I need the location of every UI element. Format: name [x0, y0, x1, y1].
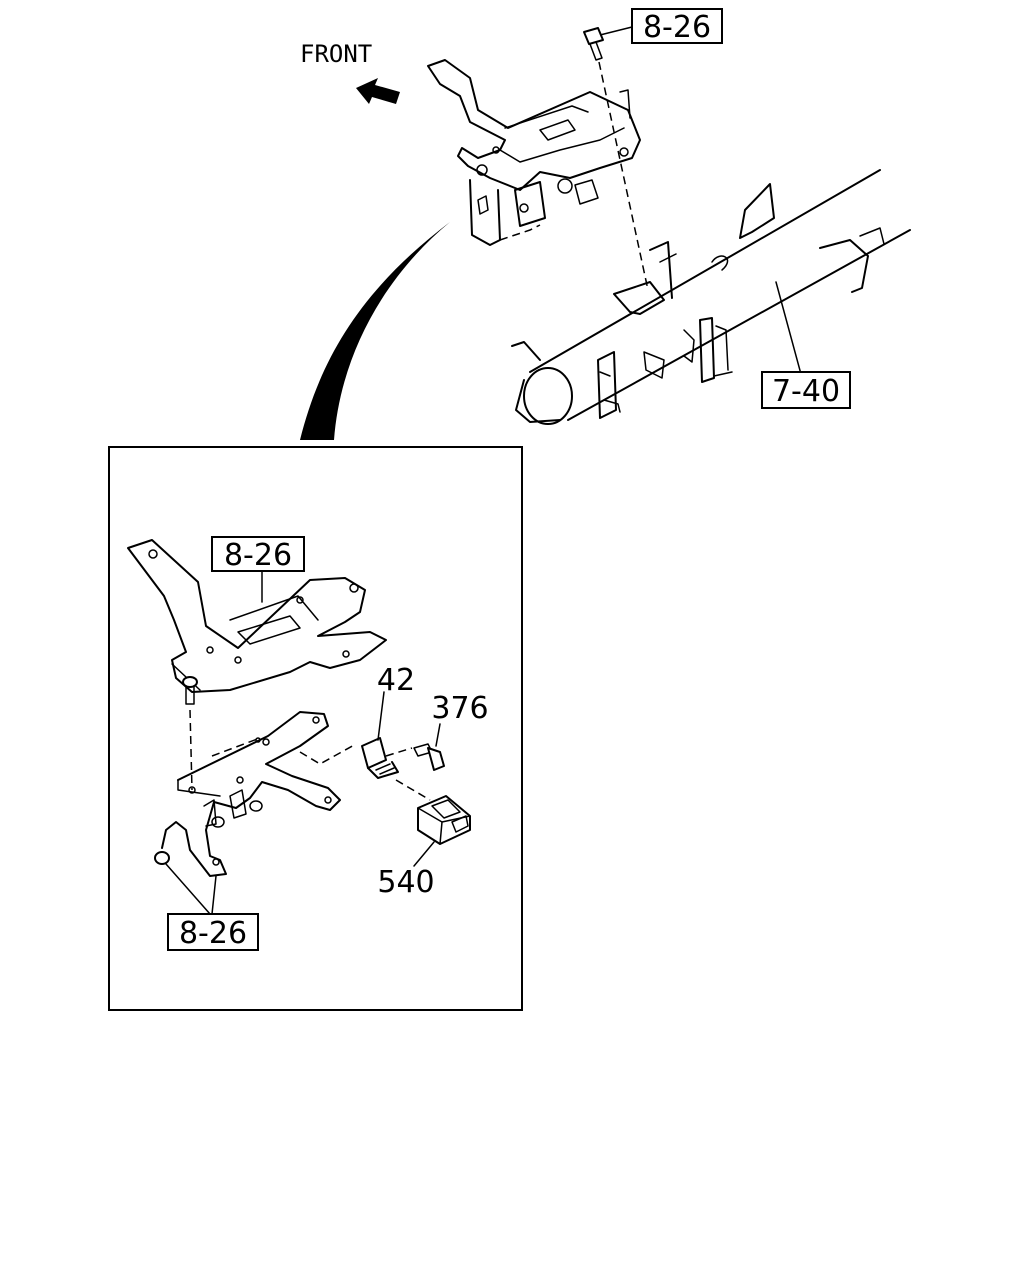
detail-pointer-arrow: [300, 222, 450, 440]
detail-bolt: [182, 676, 198, 791]
detail-view-frame: [108, 446, 523, 1011]
upper-bracket-assembly: [427, 59, 641, 246]
callout-top-bolt[interactable]: 8-26: [599, 8, 723, 45]
part-42-clip: [361, 691, 413, 779]
top-bolt: [583, 27, 649, 291]
part-540-relay: [395, 779, 471, 867]
callout-detail-bottom[interactable]: 8-26: [165, 863, 259, 951]
part-376-bolt: [413, 723, 445, 771]
callout-detail-bracket[interactable]: 8-26: [211, 536, 305, 603]
svg-text:8-26: 8-26: [179, 916, 247, 951]
svg-text:7-40: 7-40: [772, 374, 840, 409]
part-376-label: 376: [431, 691, 488, 726]
crossmember-tube: [511, 169, 911, 425]
detail-upper-bracket: [127, 539, 387, 693]
front-label: FRONT: [300, 40, 372, 68]
front-arrow-icon: [356, 78, 400, 104]
callout-crossmember[interactable]: 7-40: [761, 371, 851, 409]
part-540-label: 540: [377, 865, 434, 900]
svg-text:8-26: 8-26: [643, 10, 711, 45]
detail-lower-bracket: [154, 711, 357, 877]
svg-text:8-26: 8-26: [224, 538, 292, 573]
part-42-label: 42: [377, 663, 415, 698]
